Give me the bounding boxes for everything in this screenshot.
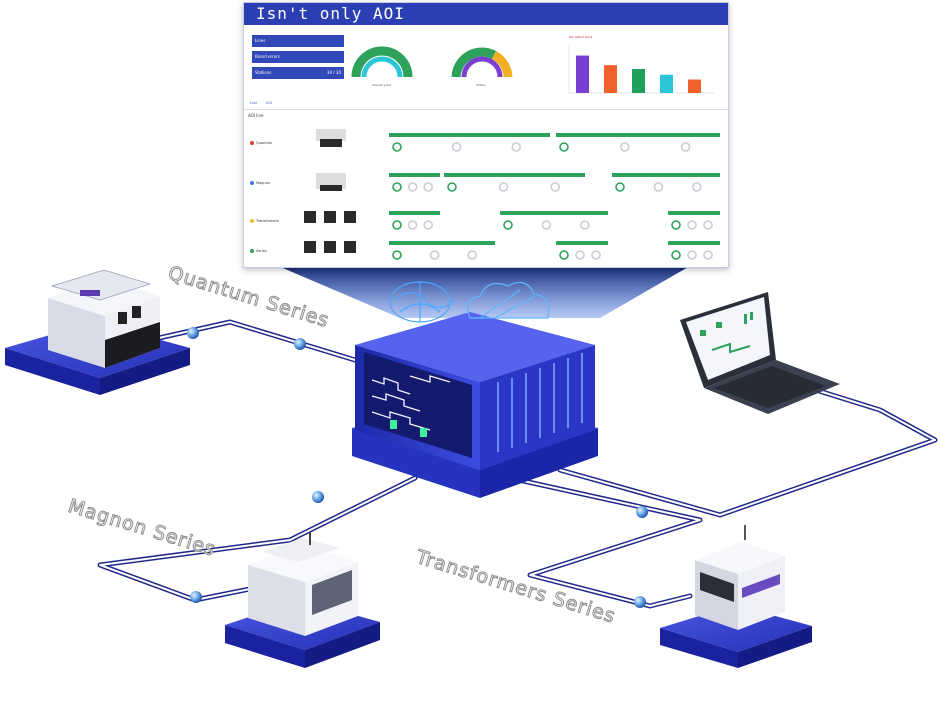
ring-gauge [619, 142, 630, 152]
transformers-machine [660, 525, 812, 668]
ring-gauge [703, 220, 713, 230]
gauge-label: Overall yield [372, 83, 391, 87]
dashboard-panel: Isn't only AOI Lines Board errors Statio… [243, 2, 729, 268]
row-label-text: Magnon [256, 181, 270, 185]
status-bar [556, 133, 720, 137]
ring-gauge [687, 220, 697, 230]
ring-gauge [615, 182, 625, 192]
status-gauge [451, 47, 513, 78]
ring-gauge [671, 220, 681, 230]
defect-bar [576, 55, 589, 93]
ring-gauge [423, 220, 433, 230]
kpi-label: Board errors [255, 54, 280, 59]
ring-gauge [503, 220, 513, 230]
ring-gauge [559, 250, 569, 260]
ring-gauge [579, 220, 590, 230]
section-title: AOI line [248, 113, 264, 118]
ring-gauge [429, 250, 440, 260]
status-bar [668, 211, 720, 215]
yield-gauge [351, 46, 413, 78]
defect-bars [576, 55, 701, 93]
ring-gauge [392, 182, 402, 192]
status-bars [389, 133, 720, 260]
row-label: Transformers [250, 219, 279, 223]
ring-gauge [703, 250, 713, 260]
laptop [680, 292, 840, 414]
ring-gauge [407, 220, 418, 230]
dashboard-title: Isn't only AOI [244, 3, 728, 25]
status-bar [612, 173, 720, 177]
status-bar [389, 241, 495, 245]
status-bar [389, 173, 440, 177]
kpi-stations[interactable]: Stations 30 / 30 [252, 67, 344, 79]
ring-gauge [423, 182, 433, 192]
station-images [304, 129, 356, 253]
ring-gauge [511, 142, 522, 152]
kpi-lines[interactable]: Lines [252, 35, 344, 47]
kpi-list: Lines Board errors Stations 30 / 30 [252, 35, 344, 83]
status-dot [250, 141, 254, 145]
ring-gauge [550, 182, 561, 192]
row-label-text: Quantum [256, 141, 273, 145]
ring-gauge [680, 142, 691, 152]
row-label-text: Series [256, 249, 267, 253]
status-dot [250, 181, 254, 185]
ring-gauge [671, 250, 681, 260]
ring-gauge [392, 220, 402, 230]
row-label-text: Transformers [256, 219, 279, 223]
status-bar [389, 211, 440, 215]
defect-bar [688, 79, 701, 93]
row-label: Magnon [250, 181, 270, 185]
aoi-station-grid [304, 129, 720, 260]
tab-aoi[interactable]: AOI [266, 101, 273, 105]
dashboard-tabs: Line AOI [244, 99, 728, 110]
ring-gauge [447, 182, 457, 192]
ring-gauge [451, 142, 462, 152]
ring-gauge [467, 250, 477, 260]
brain-icon [389, 281, 456, 323]
central-server [352, 312, 598, 498]
ring-gauge [687, 250, 697, 260]
ring-gauge [653, 182, 664, 192]
ring-gauge [498, 182, 509, 192]
status-dot [250, 249, 254, 253]
ring-gauge [691, 182, 702, 192]
projection-beam [278, 266, 690, 318]
bar-chart-title: NG defect Rank [569, 35, 593, 39]
defect-bar [632, 69, 645, 93]
magnon-machine [225, 532, 380, 668]
quantum-machine [5, 269, 190, 395]
status-dot [250, 219, 254, 223]
ring-gauge [407, 182, 418, 192]
kpi-board-errors[interactable]: Board errors [252, 51, 344, 63]
status-bar [500, 211, 608, 215]
defect-bar [660, 74, 673, 93]
ring-gauge [541, 220, 552, 230]
kpi-label: Stations [255, 70, 272, 75]
ring-gauge [591, 250, 601, 260]
status-bar [668, 241, 720, 245]
ring-gauge [392, 250, 402, 260]
status-bar [556, 241, 608, 245]
network-nodes [187, 327, 648, 608]
dashboard-charts [351, 45, 714, 94]
status-bar [389, 133, 550, 137]
defect-bar [604, 65, 617, 93]
gauge-label: Status [476, 83, 486, 87]
kpi-value: 30 / 30 [326, 70, 341, 75]
row-label: Series [250, 249, 267, 253]
tab-line[interactable]: Line [250, 101, 258, 105]
kpi-label: Lines [255, 38, 266, 43]
ring-gauge [392, 142, 402, 152]
network-lines [97, 319, 938, 609]
ring-gauge [575, 250, 585, 260]
status-bar [444, 173, 585, 177]
row-label: Quantum [250, 141, 272, 145]
ring-gauge [559, 142, 569, 152]
cloud-icon [467, 281, 550, 319]
